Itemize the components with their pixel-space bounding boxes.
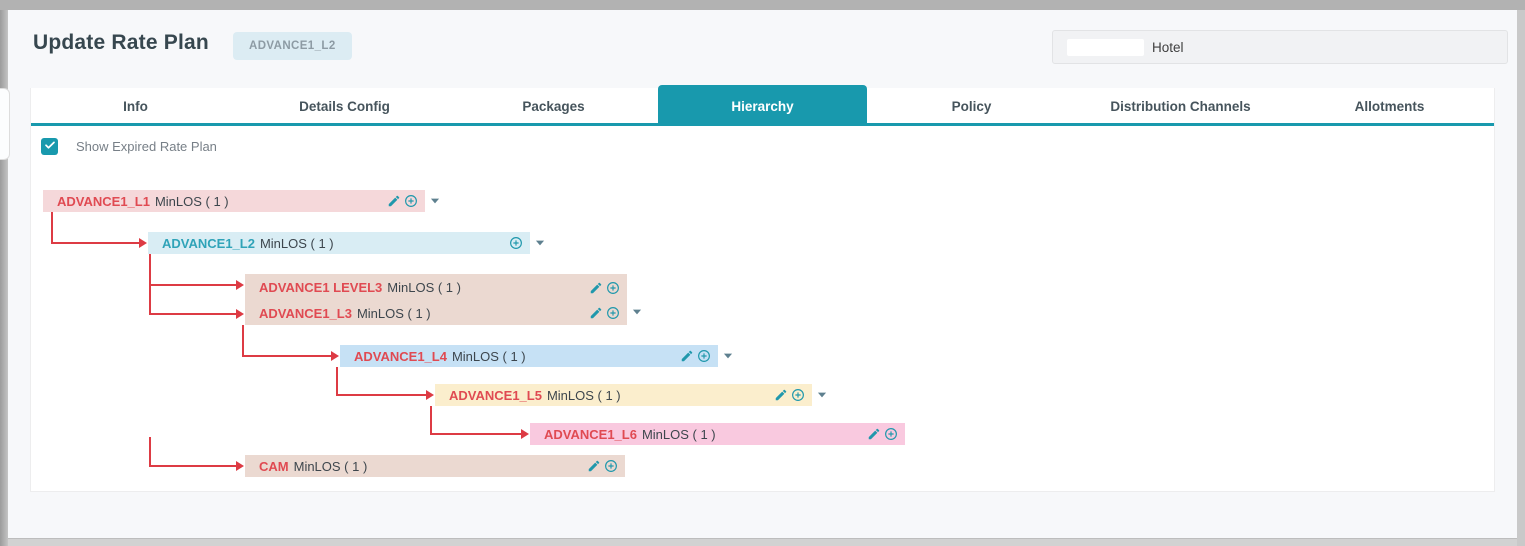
caret-down-icon[interactable] xyxy=(814,388,830,402)
pencil-icon[interactable] xyxy=(586,458,602,474)
tab-policy[interactable]: Policy xyxy=(951,99,992,114)
rate-plan-name: ADVANCE1_L3 xyxy=(259,305,352,321)
rate-plan-node-cam: CAM MinLOS ( 1 ) xyxy=(245,455,625,477)
rate-plan-minlos: MinLOS ( 1 ) xyxy=(356,305,431,321)
circle-plus-icon[interactable] xyxy=(605,305,621,321)
connector-line xyxy=(149,284,236,286)
tab-bar: Info Details Config Packages Hierarchy P… xyxy=(31,85,1494,126)
connector-arrow xyxy=(236,461,244,471)
window-left-border xyxy=(0,10,8,546)
connector-line xyxy=(336,367,338,396)
rate-plan-minlos: MinLOS ( 1 ) xyxy=(641,426,716,442)
rate-plan-name: CAM xyxy=(259,458,289,474)
window-top-border xyxy=(0,0,1525,10)
rate-plan-minlos: MinLOS ( 1 ) xyxy=(293,458,368,474)
rate-plan-node-advance1-l4: ADVANCE1_L4 MinLOS ( 1 ) xyxy=(340,345,733,367)
rate-plan-node-advance1-l3: ADVANCE1_L3 MinLOS ( 1 ) xyxy=(245,301,642,325)
connector-line xyxy=(242,355,331,357)
rate-plan-minlos: MinLOS ( 1 ) xyxy=(259,235,334,251)
rate-plan-name: ADVANCE1_L5 xyxy=(449,387,542,403)
rate-plan-node-advance1-l2: ADVANCE1_L2 MinLOS ( 1 ) xyxy=(148,232,545,254)
page-title: Update Rate Plan xyxy=(33,31,209,54)
connector-line xyxy=(336,394,426,396)
connector-arrow xyxy=(426,390,434,400)
hotel-selector[interactable]: Hotel xyxy=(1052,30,1508,64)
tab-info[interactable]: Info xyxy=(123,99,148,114)
check-icon xyxy=(44,138,56,156)
pencil-icon[interactable] xyxy=(588,305,604,321)
connector-line xyxy=(149,313,236,315)
connector-line xyxy=(430,433,521,435)
connector-line xyxy=(430,406,432,435)
tab-packages[interactable]: Packages xyxy=(522,99,585,114)
connector-arrow xyxy=(139,238,147,248)
circle-plus-icon[interactable] xyxy=(883,426,899,442)
pencil-icon[interactable] xyxy=(386,193,402,209)
connector-arrow xyxy=(331,351,339,361)
tab-details-config[interactable]: Details Config xyxy=(299,99,390,114)
rate-plan-name: ADVANCE1_L4 xyxy=(354,348,447,364)
connector-line xyxy=(242,325,244,357)
connector-arrow xyxy=(236,280,244,290)
circle-plus-icon[interactable] xyxy=(696,348,712,364)
show-expired-label: Show Expired Rate Plan xyxy=(76,139,217,154)
connector-line xyxy=(149,465,236,467)
horizontal-scrollbar[interactable] xyxy=(8,538,1517,546)
connector-line xyxy=(51,242,139,244)
rate-plan-name: ADVANCE1_L1 xyxy=(57,193,150,209)
rate-plan-node-advance1-level3: ADVANCE1 LEVEL3 MinLOS ( 1 ) xyxy=(245,274,627,301)
connector-arrow xyxy=(236,309,244,319)
circle-plus-icon[interactable] xyxy=(790,387,806,403)
tab-allotments[interactable]: Allotments xyxy=(1354,99,1425,114)
rate-plan-node-advance1-l5: ADVANCE1_L5 MinLOS ( 1 ) xyxy=(435,384,827,406)
connector-line xyxy=(51,212,53,244)
rate-plan-node-advance1-l1: ADVANCE1_L1 MinLOS ( 1 ) xyxy=(43,190,440,212)
rate-plan-badge: ADVANCE1_L2 xyxy=(233,32,352,60)
pencil-icon[interactable] xyxy=(866,426,882,442)
rate-plan-name: ADVANCE1_L2 xyxy=(162,235,255,251)
hotel-name-redacted xyxy=(1067,38,1144,56)
caret-down-icon[interactable] xyxy=(532,236,548,250)
drawer-handle[interactable] xyxy=(0,88,10,160)
rate-plan-minlos: MinLOS ( 1 ) xyxy=(387,280,461,295)
pencil-icon[interactable] xyxy=(588,280,604,296)
rate-plan-node-advance1-l6: ADVANCE1_L6 MinLOS ( 1 ) xyxy=(530,423,905,445)
rate-plan-name: ADVANCE1_L6 xyxy=(544,426,637,442)
caret-down-icon[interactable] xyxy=(427,194,443,208)
rate-plan-minlos: MinLOS ( 1 ) xyxy=(154,193,229,209)
pencil-icon[interactable] xyxy=(679,348,695,364)
hotel-label: Hotel xyxy=(1152,39,1184,55)
circle-plus-icon[interactable] xyxy=(403,193,419,209)
connector-arrow xyxy=(521,429,529,439)
circle-plus-icon[interactable] xyxy=(508,235,524,251)
rate-plan-minlos: MinLOS ( 1 ) xyxy=(546,387,621,403)
connector-line xyxy=(149,437,151,467)
circle-plus-icon[interactable] xyxy=(605,280,621,296)
show-expired-checkbox[interactable] xyxy=(41,138,58,155)
circle-plus-icon[interactable] xyxy=(603,458,619,474)
rate-plan-name: ADVANCE1 LEVEL3 xyxy=(259,280,383,295)
caret-down-icon[interactable] xyxy=(629,305,645,319)
tab-distribution-channels[interactable]: Distribution Channels xyxy=(1110,99,1251,114)
rate-plan-minlos: MinLOS ( 1 ) xyxy=(451,348,526,364)
tab-hierarchy[interactable]: Hierarchy xyxy=(658,85,867,126)
pencil-icon[interactable] xyxy=(773,387,789,403)
caret-down-icon[interactable] xyxy=(720,349,736,363)
window-right-border xyxy=(1517,10,1525,546)
